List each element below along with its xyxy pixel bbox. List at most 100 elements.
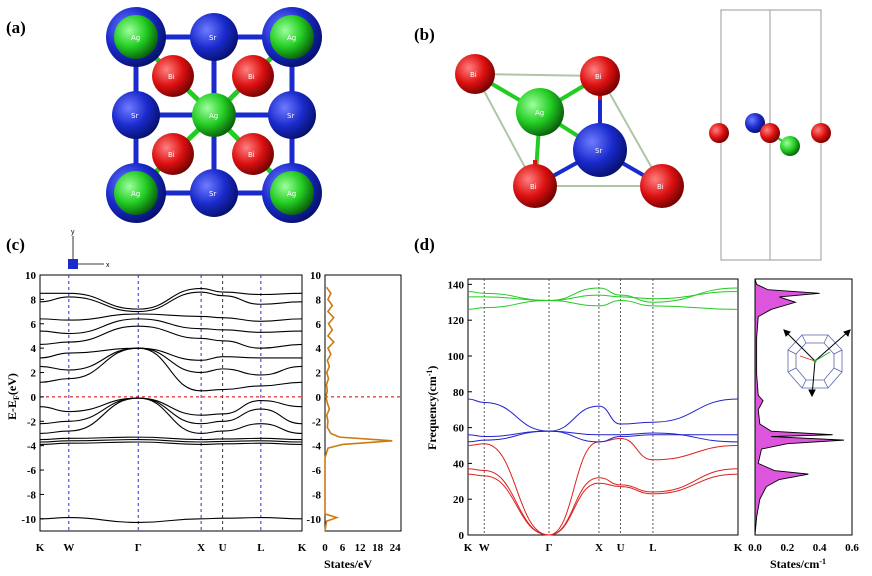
k-point-label: X: [595, 542, 603, 554]
band-line: [39, 436, 303, 441]
dos-c-frame: [324, 274, 402, 532]
k-point-label: W: [479, 542, 490, 554]
k-point-label: K: [36, 542, 45, 554]
svg-text:Bi: Bi: [530, 183, 537, 191]
dos-y-tick-label: -10: [306, 514, 321, 526]
k-point-label: Γ: [546, 542, 553, 554]
bi-atom: Bi: [513, 164, 557, 208]
ag-atom: Ag: [106, 7, 166, 67]
svg-text:Bi: Bi: [470, 71, 477, 79]
bi-atom: Bi: [232, 55, 274, 97]
panel-b-primitive-cell: Bi Bi Ag Sr Bi Bi: [455, 54, 684, 208]
k-point-label: W: [63, 542, 74, 554]
svg-text:Ag: Ag: [535, 109, 544, 117]
y-tick-label: 140: [448, 279, 465, 291]
phonon-branch: [467, 299, 739, 310]
svg-text:Sr: Sr: [595, 147, 602, 155]
axis-y-label: y: [71, 229, 75, 236]
ag-atom: Ag: [106, 163, 166, 223]
svg-text:Bi: Bi: [595, 73, 602, 81]
bi-atom: [709, 123, 729, 143]
dos-y-tick-label: -6: [312, 465, 322, 477]
dos-x-tick-label: 6: [340, 542, 346, 554]
dos-c-xlabel: States/eV: [324, 557, 372, 571]
band-line: [39, 347, 303, 376]
ag-atom: Ag: [262, 7, 322, 67]
y-tick-label: 0: [459, 530, 465, 542]
svg-text:Bi: Bi: [248, 151, 255, 159]
bi-atom: Bi: [640, 164, 684, 208]
sr-atom: Sr: [573, 123, 627, 177]
panel-c-label: (c): [6, 235, 25, 254]
phonon-ylabel: Frequency(cm-1): [425, 366, 439, 450]
phonon-branch: [467, 398, 739, 432]
axis-x-label: x: [106, 262, 110, 269]
ag-atom: Ag: [516, 88, 564, 136]
phonon-frame: [467, 278, 739, 536]
phonon-branch: [467, 473, 739, 536]
band-line: [39, 318, 303, 335]
dos-x-tick-label: 0.6: [845, 542, 859, 554]
y-tick-label: 20: [453, 494, 465, 506]
band-line: [39, 291, 303, 313]
y-tick-label: 10: [25, 270, 37, 282]
bi-atom: Bi: [232, 133, 274, 175]
dos-d-frame: [754, 278, 853, 536]
ag-atom: Ag: [262, 163, 322, 223]
panel-b-label: (b): [414, 25, 435, 44]
k-point-label: K: [298, 542, 307, 554]
dos-y-tick-label: 2: [316, 368, 322, 380]
k-point-label: Γ: [135, 542, 142, 554]
dos-y-tick-label: 6: [316, 319, 322, 331]
sr-atom: Sr: [112, 91, 160, 139]
band-line: [39, 441, 303, 445]
y-tick-label: -10: [21, 514, 36, 526]
y-tick-label: 40: [453, 458, 465, 470]
band-line: [40, 287, 303, 310]
y-tick-label: 8: [31, 294, 37, 306]
panel-d-label: (d): [414, 235, 435, 254]
panel-b-side-view: [709, 9, 831, 261]
svg-text:Sr: Sr: [209, 190, 216, 198]
phonon-branch: [467, 430, 739, 443]
phonon-branch: [467, 287, 739, 303]
phonon-branch: [467, 437, 739, 536]
band-line: [39, 397, 303, 425]
dos-x-tick-label: 0: [322, 542, 328, 554]
dos-x-tick-label: 24: [390, 542, 402, 554]
dos-y-tick-label: -8: [312, 489, 322, 501]
band-ylabel: E-EF(eV): [5, 373, 21, 420]
sr-atom: Sr: [190, 13, 238, 61]
bi-atom: Bi: [152, 55, 194, 97]
k-point-label: L: [257, 542, 264, 554]
dos-x-tick-label: 0.2: [780, 542, 794, 554]
band-line: [39, 347, 303, 392]
svg-text:Bi: Bi: [168, 73, 175, 81]
y-tick-label: 6: [31, 319, 37, 331]
svg-text:Sr: Sr: [287, 112, 294, 120]
y-tick-label: 60: [453, 423, 465, 435]
phonon-dos-curve: [754, 278, 844, 536]
sr-atom: Sr: [190, 169, 238, 217]
dos-y-tick-label: 10: [310, 270, 322, 282]
svg-text:Bi: Bi: [168, 151, 175, 159]
y-tick-label: 120: [448, 315, 465, 327]
dos-d-xlabel: States/cm-1: [770, 557, 826, 571]
sr-atom: Sr: [268, 91, 316, 139]
bi-atom: [811, 123, 831, 143]
k-point-label: L: [649, 542, 656, 554]
y-tick-label: -6: [27, 465, 37, 477]
svg-text:Bi: Bi: [248, 73, 255, 81]
k-point-label: U: [617, 542, 625, 554]
band-line: [39, 397, 303, 416]
dos-y-tick-label: 0: [316, 392, 322, 404]
band-line: [39, 325, 303, 349]
brillouin-zone-inset: [783, 329, 851, 398]
y-tick-label: 2: [31, 368, 37, 380]
bi-atom: Bi: [152, 133, 194, 175]
y-tick-label: -4: [27, 441, 37, 453]
